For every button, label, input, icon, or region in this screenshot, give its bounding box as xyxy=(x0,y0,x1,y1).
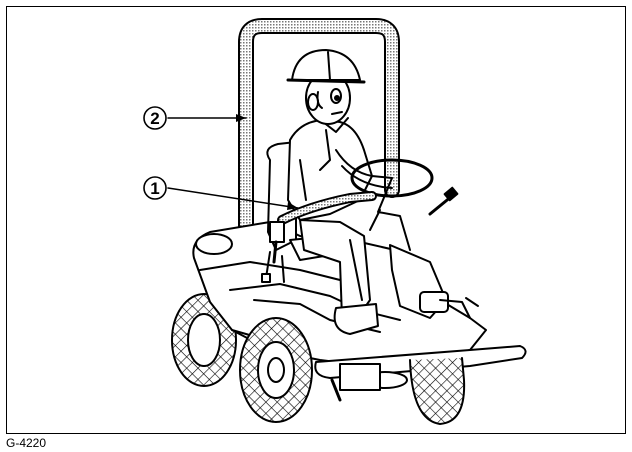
callout-leader-2 xyxy=(168,114,246,122)
helmet-icon xyxy=(288,50,364,82)
callout-1: 1 xyxy=(144,177,166,199)
callout-2-number: 2 xyxy=(150,109,159,128)
figure-code: G-4220 xyxy=(6,436,46,450)
front-left-tire xyxy=(240,318,312,422)
callout-1-number: 1 xyxy=(150,179,159,198)
front-right-tire xyxy=(410,358,464,424)
callout-2: 2 xyxy=(144,107,166,129)
